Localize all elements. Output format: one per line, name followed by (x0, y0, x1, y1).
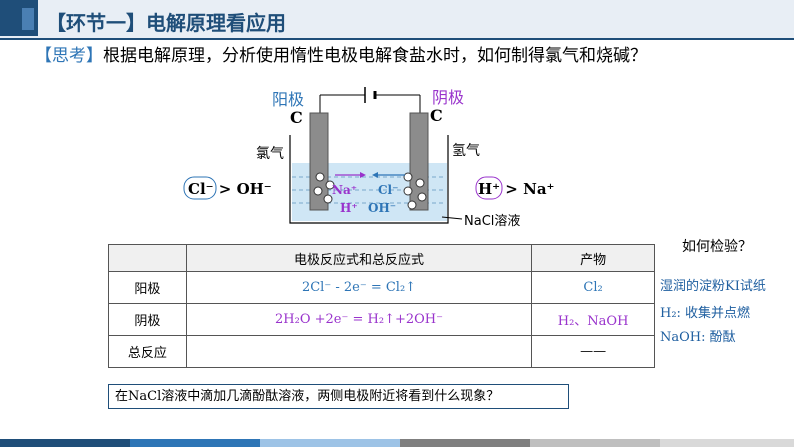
footer-segment (260, 439, 400, 447)
anode-electrode (309, 112, 329, 211)
anode-label: 阳极 (272, 90, 304, 109)
question-text: 【思考】根据电解原理，分析使用惰性电极电解食盐水时，如何制得氯气和烧碱？ (35, 44, 765, 69)
ion-oh: OH⁻ (368, 201, 396, 215)
electrolysis-diagram: 阳极 阴极 C C 氯气 氢气 Cl⁻ > OH⁻ H⁺ > Na⁺ Na⁺ C… (183, 87, 554, 229)
cathode-electrode-label: C (430, 106, 443, 125)
anode-gas-label: 氯气 (256, 146, 284, 162)
table-row: 阳极 2Cl⁻ - 2e⁻ = Cl₂↑ Cl₂ (108, 271, 655, 304)
product-cell: H₂、NaOH (531, 303, 655, 336)
side-notes-title: 如何检验？ (682, 239, 752, 255)
ion-cl: Cl⁻ (378, 183, 398, 197)
reaction-table: 电极反应式和总反应式 产物 阳极 2Cl⁻ - 2e⁻ = Cl₂↑ Cl₂ 阴… (108, 244, 655, 368)
question-label: 【思考】 (35, 46, 103, 66)
equation-cell: 2H₂O +2e⁻ = H₂↑+2OH⁻ (185, 303, 533, 336)
row-label: 总反应 (108, 335, 187, 368)
equation-cell (185, 335, 533, 368)
anode-ion-order: Cl⁻ > OH⁻ (188, 180, 272, 198)
footer-segment (530, 439, 660, 447)
equation-cell: 2Cl⁻ - 2e⁻ = Cl₂↑ (185, 271, 533, 304)
solution-pointer (441, 216, 463, 220)
table-row: 阴极 2H₂O +2e⁻ = H₂↑+2OH⁻ H₂、NaOH (108, 303, 655, 336)
solution-label: NaCl溶液 (464, 214, 520, 229)
bottom-question-box: 在NaCl溶液中滴加几滴酚酞溶液，两侧电极附近将看到什么现象？ (108, 384, 569, 409)
header-bar (0, 0, 794, 40)
arrow-cl-head (372, 172, 378, 178)
product-cell: —— (531, 335, 655, 368)
question-body: 根据电解原理，分析使用惰性电极电解食盐水时，如何制得氯气和烧碱？ (103, 46, 647, 66)
page-title: 【环节一】电解原理看应用 (46, 11, 286, 35)
row-label: 阳极 (108, 271, 187, 304)
side-note-item: NaOH: 酚酞 (660, 330, 736, 345)
cl-highlight-oval (183, 176, 217, 200)
cathode-label: 阴极 (432, 88, 464, 107)
footer-segment (0, 439, 130, 447)
row-label: 阴极 (108, 303, 187, 336)
product-cell: Cl₂ (531, 271, 655, 304)
ion-h: H⁺ (340, 201, 358, 215)
gas-bubbles (313, 172, 427, 210)
table-header: 产物 (531, 244, 655, 272)
footer-segment (660, 439, 794, 447)
side-note-item: H₂: 收集并点燃 (660, 306, 751, 321)
footer-bar (0, 439, 794, 447)
header-divider (0, 38, 794, 40)
table-row: 总反应 —— (108, 335, 655, 368)
cathode-ion-order: H⁺ > Na⁺ (478, 180, 554, 198)
table-header: 电极反应式和总反应式 (185, 244, 533, 272)
footer-segment (400, 439, 530, 447)
circuit-wire (319, 94, 421, 113)
battery-icon (364, 87, 377, 103)
arrow-na-head (360, 172, 366, 178)
bottom-question: 在NaCl溶液中滴加几滴酚酞溶液，两侧电极附近将看到什么现象？ (115, 389, 500, 404)
beaker (289, 135, 449, 224)
cathode-gas-label: 氢气 (452, 143, 480, 159)
anode-electrode-label: C (290, 108, 303, 127)
table-header-row: 电极反应式和总反应式 产物 (108, 244, 655, 272)
side-note-item: 湿润的淀粉KI试纸 (660, 279, 766, 294)
h-highlight-oval (475, 176, 503, 200)
footer-segment (130, 439, 260, 447)
table-header (108, 244, 187, 272)
ion-na: Na⁺ (332, 183, 357, 197)
header-accent-stripe (22, 8, 34, 30)
